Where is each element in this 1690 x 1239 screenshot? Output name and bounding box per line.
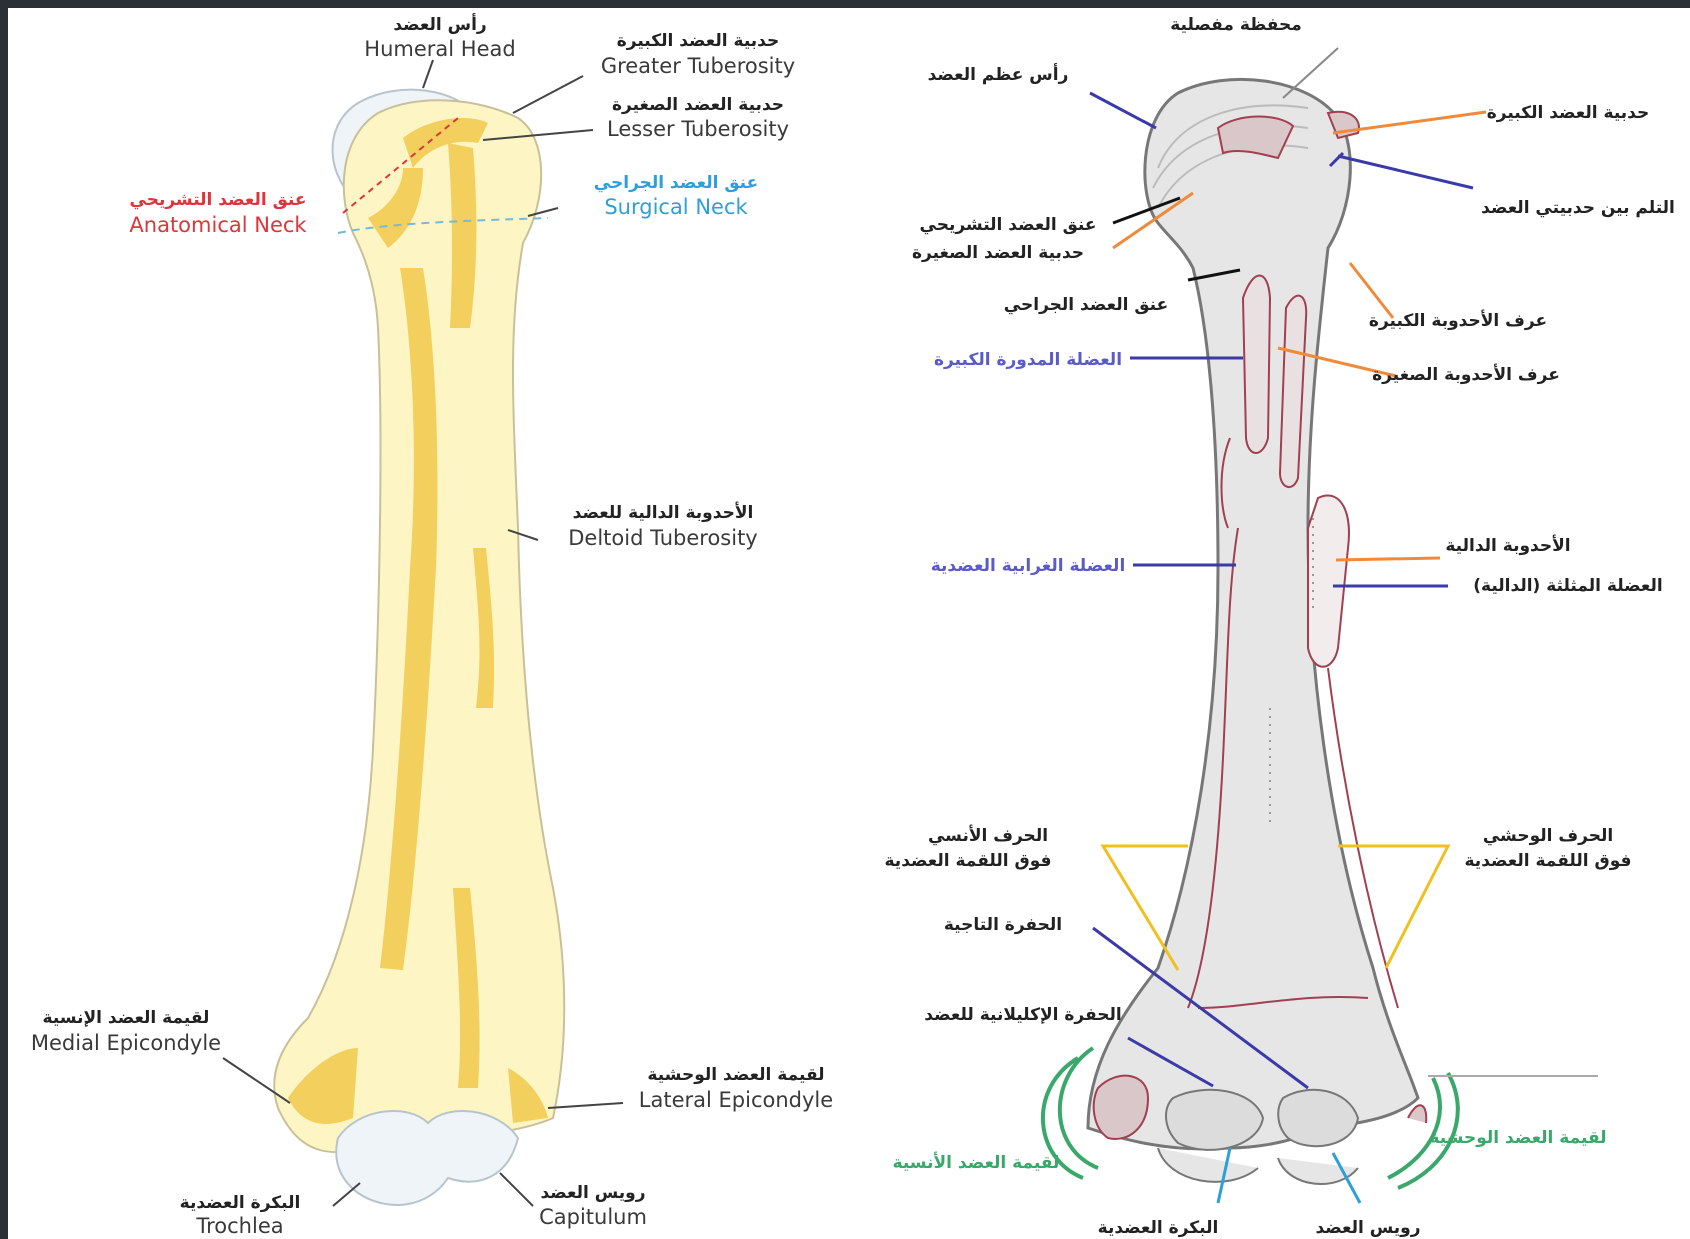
articular-capsule-label: محفظة مفصلية xyxy=(1170,15,1302,35)
lateral-epicondyle-ar: لقيمة العضد الوحشية xyxy=(647,1065,824,1085)
greater-tuberosity-en: Greater Tuberosity xyxy=(601,54,795,78)
lateral-ridge-line2: فوق اللقمة العضدية xyxy=(1465,851,1632,871)
coronoid-fossa-label: الحفرة التاجية xyxy=(944,915,1062,935)
left-humerus-bone xyxy=(274,90,564,1205)
lesser-tuberosity-en: Lesser Tuberosity xyxy=(607,117,789,141)
anatomical-neck-ar: عنق العضد التشريحي xyxy=(130,190,307,210)
humeral-head-en: Humeral Head xyxy=(364,37,515,61)
greater-tubercle-crest-label: عرف الأحدوبة الكبيرة xyxy=(1369,310,1547,331)
anatomical-neck-label: عنق العضد التشريحي xyxy=(920,215,1097,235)
humeral-head-ar: رأس العضد xyxy=(393,13,486,35)
diagram-canvas: رأس العضد Humeral Head حدبية العضد الكبي… xyxy=(8,8,1690,1239)
surgical-neck-ar: عنق العضد الجراحي xyxy=(594,173,758,193)
deltoid-tuberosity-label: الأحدوبة الدالية xyxy=(1445,535,1570,556)
medial-epicondyle-label: لقيمة العضد الأنسية xyxy=(893,1152,1060,1173)
brachioradialis-label: العضلة الغرابية العضدية xyxy=(931,556,1126,576)
greater-tuberosity-label: حدبية العضد الكبيرة xyxy=(1487,103,1650,123)
deltoid-tuberosity-en: Deltoid Tuberosity xyxy=(568,526,758,550)
radial-fossa-label: الحفرة الإكليلانية للعضد xyxy=(924,1005,1121,1025)
capitulum-ar: رويس العضد xyxy=(540,1183,645,1203)
trochlea-ar: البكرة العضدية xyxy=(180,1193,301,1213)
lesser-tubercle-crest-label: عرف الأحدوبة الصغيرة xyxy=(1372,364,1560,385)
lateral-epicondyle-en: Lateral Epicondyle xyxy=(639,1088,833,1112)
greater-tuberosity-ar: حدبية العضد الكبيرة xyxy=(617,31,780,51)
surgical-neck-label: عنق العضد الجراحي xyxy=(1004,295,1168,315)
medial-epicondyle-en: Medial Epicondyle xyxy=(31,1031,221,1055)
lesser-tuberosity-label: حدبية العضد الصغيرة xyxy=(912,243,1084,263)
intertubercular-groove-label: التلم بين حدبيتي العضد xyxy=(1481,198,1675,218)
lateral-epicondyle-label: لقيمة العضد الوحشية xyxy=(1429,1128,1606,1148)
medial-epicondyle-ar: لقيمة العضد الإنسية xyxy=(43,1008,210,1028)
lesser-tuberosity-ar: حدبية العضد الصغيرة xyxy=(612,95,784,115)
trochlea-label: البكرة العضدية xyxy=(1098,1218,1219,1238)
anatomical-neck-en: Anatomical Neck xyxy=(129,213,307,237)
deltoid-tuberosity-ar: الأحدوبة الدالية للعضد xyxy=(573,502,754,523)
medial-ridge-line1: الحرف الأنسي xyxy=(928,825,1048,846)
capitulum-en: Capitulum xyxy=(539,1205,647,1229)
teres-major-label: العضلة المدورة الكبيرة xyxy=(934,350,1122,370)
right-humerus-bone xyxy=(1088,79,1426,1184)
surgical-neck-en: Surgical Neck xyxy=(604,195,748,219)
deltoid-muscle-label: العضلة المثلثة (الدالية) xyxy=(1473,576,1662,596)
lateral-ridge-line1: الحرف الوحشي xyxy=(1483,826,1613,846)
capitulum-label: رويس العضد xyxy=(1315,1218,1420,1238)
trochlea-en: Trochlea xyxy=(195,1214,283,1238)
humerus-figure: رأس العضد Humeral Head حدبية العضد الكبي… xyxy=(8,8,1690,1239)
head-label: رأس عظم العضد xyxy=(928,63,1069,85)
medial-ridge-line2: فوق اللقمة العضدية xyxy=(885,851,1052,871)
